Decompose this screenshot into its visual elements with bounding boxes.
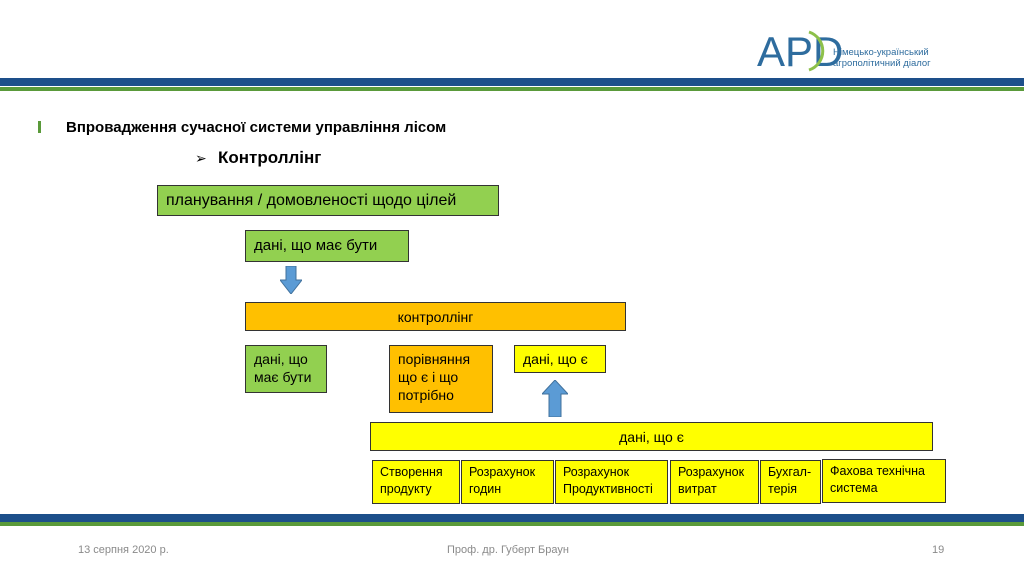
slide-heading: Впровадження сучасної системи управління… [66, 119, 447, 136]
should-be-data-box-bottom: дані, що має бути [245, 345, 327, 393]
logo-line-1: Німецько-український [833, 47, 929, 58]
slide-subheading: Контроллінг [218, 148, 322, 167]
source-technical-system: Фахова технічна система [822, 459, 946, 503]
arrow-up-icon [542, 380, 568, 417]
comparison-box: порівняння що є і що потрібно [389, 345, 493, 413]
heading-bullet [38, 121, 41, 133]
arrow-down-icon [280, 266, 302, 294]
source-productivity-calculation: Розрахунок Продуктивності [555, 460, 668, 504]
footer-page-number: 19 [932, 544, 945, 556]
actual-data-box-wide: дані, що є [370, 422, 933, 451]
footer-author: Проф. др. Губерт Браун [447, 544, 569, 556]
top-stripe-green [0, 87, 1024, 91]
source-product-creation: Створення продукту [372, 460, 460, 504]
top-stripe-blue [0, 78, 1024, 86]
sub-bullet-arrow-icon: ➢ [195, 150, 207, 166]
source-accounting: Бухгал-терія [760, 460, 821, 504]
planning-box: планування / домовленості щодо цілей [157, 185, 499, 216]
source-hours-calculation: Розрахунок годин [461, 460, 554, 504]
bottom-stripe-green [0, 522, 1024, 526]
footer-date: 13 серпня 2020 р. [78, 544, 169, 556]
logo-mark: APD [757, 28, 843, 74]
apd-logo: APD [757, 28, 843, 74]
bottom-stripe-blue [0, 514, 1024, 522]
should-be-data-box-top: дані, що має бути [245, 230, 409, 262]
actual-data-box-small: дані, що є [514, 345, 606, 373]
logo-text: Німецько-український агрополітичний діал… [833, 47, 973, 69]
source-cost-calculation: Розрахунок витрат [670, 460, 759, 504]
logo-line-2: агрополітичний діалог [833, 58, 931, 69]
controlling-box: контроллінг [245, 302, 626, 331]
